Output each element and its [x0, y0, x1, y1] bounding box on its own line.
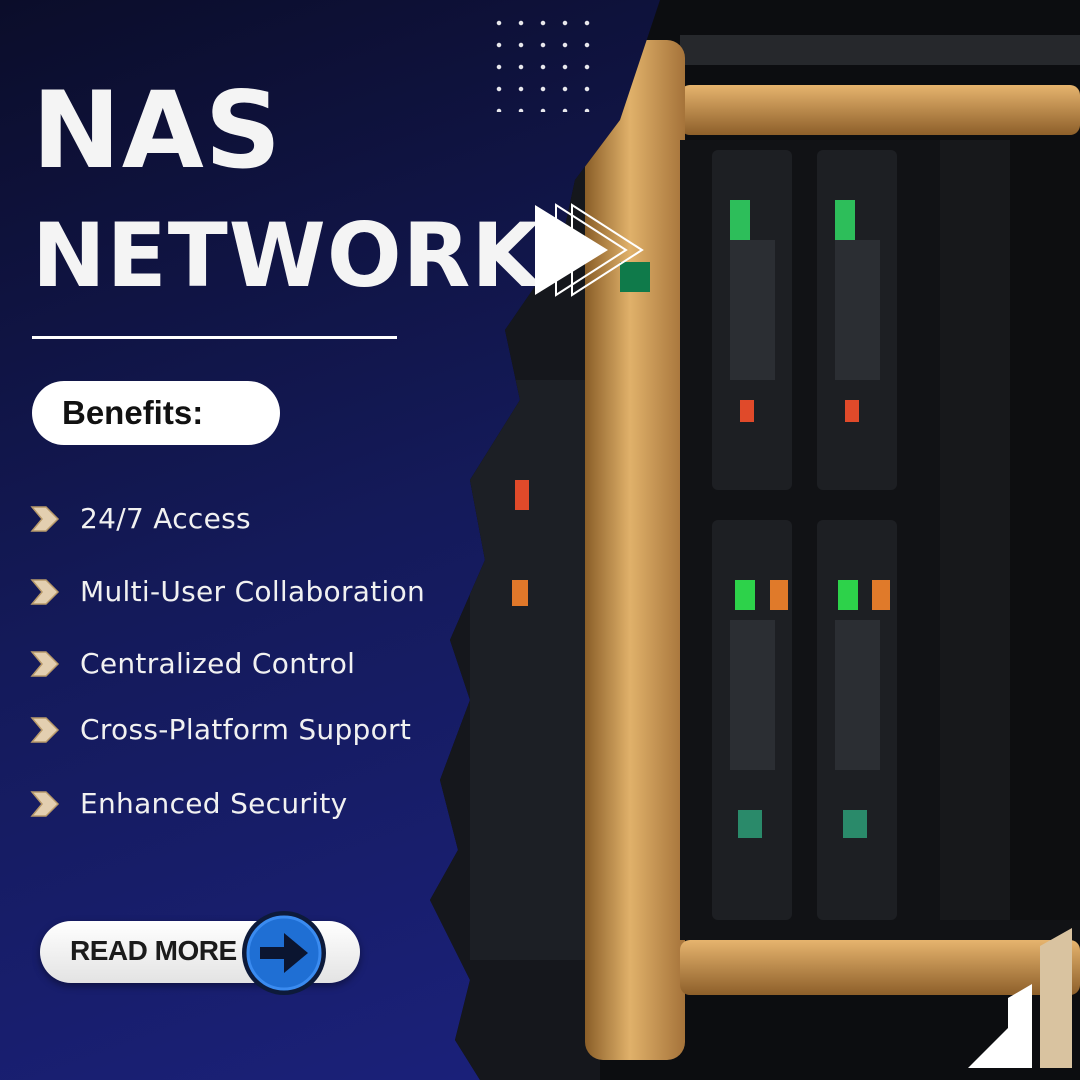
benefits-label-pill: Benefits:	[32, 381, 280, 445]
chevron-right-icon	[30, 578, 60, 605]
benefit-text: Centralized Control	[80, 647, 356, 680]
chevron-right-icon	[30, 505, 60, 532]
read-more-label: READ MORE	[70, 935, 237, 966]
fast-forward-icon	[535, 203, 644, 297]
benefit-item: Enhanced Security	[30, 787, 347, 820]
title-divider	[32, 336, 397, 339]
benefit-text: 24/7 Access	[80, 502, 251, 535]
chevron-right-icon	[30, 650, 60, 677]
benefit-item: Centralized Control	[30, 647, 355, 680]
arrow-right-icon[interactable]	[240, 909, 328, 997]
benefit-item: Multi-User Collaboration	[30, 575, 425, 608]
headline-line-1: NAS	[32, 69, 283, 192]
benefit-text: Cross-Platform Support	[80, 713, 412, 746]
benefit-item: Cross-Platform Support	[30, 713, 411, 746]
dot-grid-decoration	[488, 12, 598, 112]
brand-logo-icon	[968, 928, 1072, 1068]
benefit-text: Enhanced Security	[80, 787, 348, 820]
headline-line-2: NETWORK	[32, 204, 541, 307]
read-more-button[interactable]: READ MORE	[40, 911, 360, 995]
chevron-right-icon	[30, 716, 60, 743]
benefits-label: Benefits:	[62, 394, 204, 431]
benefit-item: 24/7 Access	[30, 502, 251, 535]
chevron-right-icon	[30, 790, 60, 817]
benefit-text: Multi-User Collaboration	[80, 575, 426, 608]
